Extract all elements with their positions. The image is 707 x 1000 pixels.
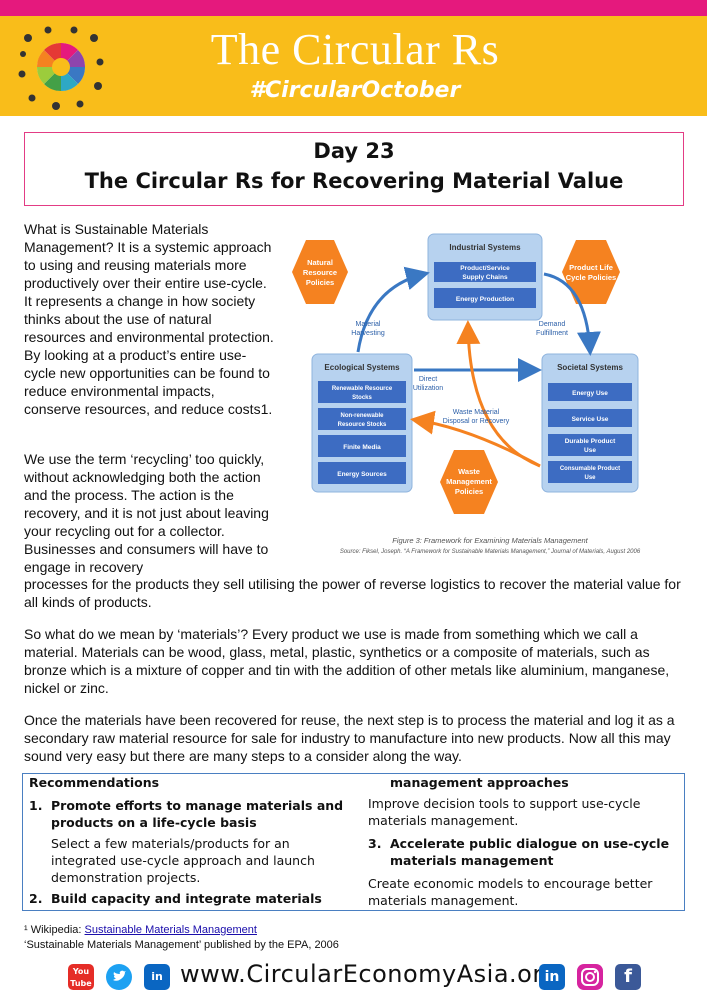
svg-text:Material: Material bbox=[356, 321, 381, 328]
svg-text:Policies: Policies bbox=[306, 278, 334, 287]
svg-text:Durable Product: Durable Product bbox=[565, 438, 616, 445]
circular-rs-wheel-icon bbox=[18, 26, 104, 110]
hexagon-natural-resource-policies: Natural Resource Policies bbox=[292, 240, 348, 304]
website-url[interactable]: www.CircularEconomyAsia.org bbox=[180, 960, 559, 988]
svg-text:Consumable Product: Consumable Product bbox=[560, 466, 620, 472]
header-hashtag: #CircularOctober bbox=[249, 78, 461, 103]
facebook-icon[interactable]: f bbox=[615, 964, 641, 990]
recommendation-1-text: Select a few materials/products for an i… bbox=[51, 836, 315, 885]
industrial-systems-box: Industrial Systems Product/Service Suppl… bbox=[427, 233, 543, 321]
day-title: The Circular Rs for Recovering Material … bbox=[84, 169, 624, 193]
svg-text:Service Use: Service Use bbox=[572, 416, 609, 423]
recommendation-3-title: Accelerate public dialogue on use-cycle … bbox=[390, 836, 670, 868]
svg-text:Fulfillment: Fulfillment bbox=[536, 330, 568, 337]
footnote-1-prefix: ¹ Wikipedia: bbox=[24, 924, 85, 936]
recommendations-right-column: management approaches Improve decision t… bbox=[368, 774, 678, 909]
recommendation-2-text: Improve decision tools to support use-cy… bbox=[368, 796, 641, 828]
svg-text:Renewable Resource: Renewable Resource bbox=[332, 386, 393, 392]
svg-text:Use: Use bbox=[584, 475, 596, 481]
paragraph-secondary-raw-material: Once the materials have been recovered f… bbox=[24, 712, 675, 764]
paragraph-recycling: We use the term ‘recycling’ too quickly,… bbox=[24, 451, 269, 575]
linkedin-groups-icon[interactable]: in bbox=[144, 964, 170, 990]
day-title-box: Day 23 The Circular Rs for Recovering Ma… bbox=[24, 132, 684, 206]
recommendations-box: Recommendations 1. Promote efforts to ma… bbox=[22, 773, 685, 911]
svg-text:Resource Stocks: Resource Stocks bbox=[338, 422, 387, 428]
hexagon-waste-management-policies: Waste Management Policies bbox=[440, 450, 498, 514]
paragraph-sustainable-materials: What is Sustainable Materials Management… bbox=[24, 221, 274, 417]
recommendation-1: 1. Promote efforts to manage materials a… bbox=[29, 797, 349, 831]
instagram-icon[interactable] bbox=[577, 964, 603, 990]
svg-text:Source: Fiksel, Joseph. “A Fr: Source: Fiksel, Joseph. “A Framework for… bbox=[340, 549, 641, 555]
day-number: Day 23 bbox=[313, 139, 395, 163]
svg-text:Cycle Policies: Cycle Policies bbox=[566, 273, 616, 282]
societal-systems-box: Societal Systems Energy Use Service Use … bbox=[541, 353, 639, 493]
recommendation-1-number: 1. bbox=[29, 798, 43, 813]
svg-text:Demand: Demand bbox=[539, 321, 566, 328]
svg-text:Waste Material: Waste Material bbox=[453, 409, 500, 416]
svg-text:Natural: Natural bbox=[307, 258, 333, 267]
svg-text:Waste: Waste bbox=[458, 467, 480, 476]
svg-text:Management: Management bbox=[446, 477, 492, 486]
svg-text:Utilization: Utilization bbox=[413, 385, 443, 392]
paragraph-recycling-continued: processes for the products they sell uti… bbox=[24, 576, 681, 610]
linkedin-icon[interactable]: in bbox=[539, 964, 565, 990]
footnote-1: ¹ Wikipedia: Sustainable Materials Manag… bbox=[24, 924, 257, 936]
footnote-2: ‘Sustainable Materials Management’ publi… bbox=[24, 939, 339, 951]
footnote-1-link[interactable]: Sustainable Materials Management bbox=[84, 924, 257, 936]
svg-text:Product Life: Product Life bbox=[569, 263, 613, 272]
twitter-icon[interactable] bbox=[106, 964, 132, 990]
hexagon-product-life-cycle-policies: Product Life Cycle Policies bbox=[562, 240, 620, 304]
svg-text:Energy Sources: Energy Sources bbox=[337, 471, 387, 478]
youtube-icon[interactable]: You Tube bbox=[68, 964, 94, 990]
ecological-systems-box: Ecological Systems Renewable Resource St… bbox=[311, 353, 413, 493]
top-accent-bar bbox=[0, 0, 707, 16]
footer: You Tube in www.CircularEconomyAsia.org … bbox=[0, 958, 707, 1000]
recommendation-2-number: 2. bbox=[29, 891, 43, 906]
svg-text:Stocks: Stocks bbox=[352, 395, 372, 401]
svg-text:Direct: Direct bbox=[419, 376, 437, 383]
recommendations-left-column: Recommendations 1. Promote efforts to ma… bbox=[29, 774, 349, 907]
recommendation-2: 2. Build capacity and integrate material… bbox=[29, 890, 349, 907]
recommendation-3-number: 3. bbox=[368, 836, 382, 851]
svg-text:Societal Systems: Societal Systems bbox=[557, 363, 623, 372]
paragraph-materials: So what do we mean by ‘materials’? Every… bbox=[24, 626, 670, 696]
svg-text:Energy Use: Energy Use bbox=[572, 390, 608, 397]
svg-text:Product/Service: Product/Service bbox=[460, 265, 510, 272]
recommendation-3-text: Create economic models to encourage bett… bbox=[368, 876, 653, 908]
svg-text:Resource: Resource bbox=[303, 268, 337, 277]
svg-text:Disposal or Recovery: Disposal or Recovery bbox=[443, 418, 510, 425]
svg-text:Non-renewable: Non-renewable bbox=[340, 413, 384, 419]
header-title: The Circular Rs bbox=[210, 25, 500, 74]
svg-text:Ecological Systems: Ecological Systems bbox=[324, 363, 400, 372]
svg-text:Figure 3: Framework for Examin: Figure 3: Framework for Examining Materi… bbox=[392, 536, 588, 545]
svg-text:Use: Use bbox=[584, 447, 596, 454]
svg-text:Harvesting: Harvesting bbox=[351, 330, 385, 337]
svg-text:Finite Media: Finite Media bbox=[343, 444, 381, 451]
recommendation-3: 3. Accelerate public dialogue on use-cyc… bbox=[368, 835, 678, 869]
recommendation-2-title: Build capacity and integrate materials bbox=[51, 891, 322, 906]
materials-management-framework-diagram: Natural Resource Policies Product Life C… bbox=[292, 233, 641, 555]
header-banner: The Circular Rs #CircularOctober bbox=[0, 16, 707, 116]
recommendations-heading: Recommendations bbox=[29, 775, 160, 790]
svg-text:Energy Production: Energy Production bbox=[456, 296, 514, 303]
svg-text:Supply Chains: Supply Chains bbox=[462, 274, 508, 281]
recommendation-2-title-continued: management approaches bbox=[390, 775, 569, 790]
recommendation-1-title: Promote efforts to manage materials and … bbox=[51, 798, 344, 830]
svg-text:Policies: Policies bbox=[455, 487, 483, 496]
svg-text:Industrial Systems: Industrial Systems bbox=[449, 243, 521, 252]
